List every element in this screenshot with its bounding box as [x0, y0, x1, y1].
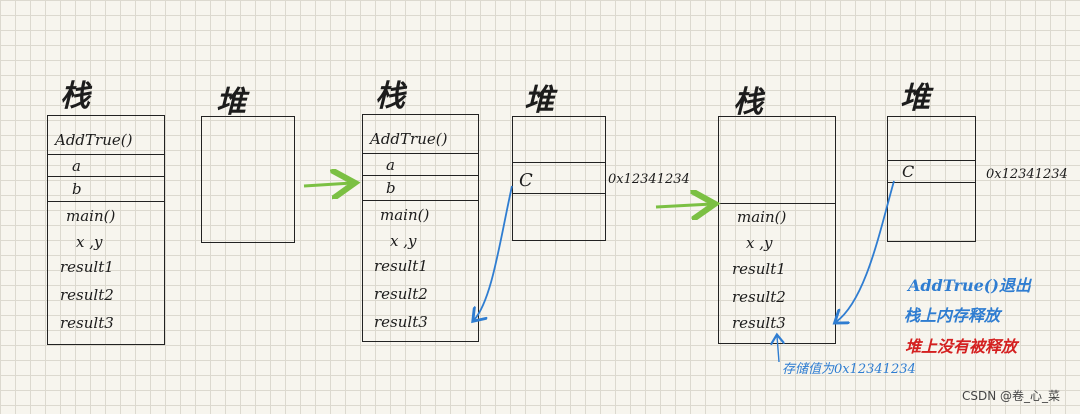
heap-address-label: 0x12341234 [986, 167, 1068, 182]
csdn-watermark: CSDN @卷_心_菜 [961, 389, 1060, 403]
stack-box-2 [362, 114, 479, 342]
stack-divider [362, 200, 479, 201]
heap-slot-top [887, 160, 976, 161]
result2-label: result2 [374, 285, 428, 303]
stack-label-1: 栈 [60, 79, 90, 114]
vars-xy-label: x ,y [746, 234, 773, 252]
var-a-label: a [72, 157, 81, 175]
heap-slot-bottom [887, 182, 976, 183]
result1-label: result1 [374, 257, 428, 275]
frame-main-label: main() [66, 207, 116, 225]
heap-label-3: 堆 [900, 81, 930, 116]
stack-divider [47, 201, 165, 202]
frame-main-label: main() [380, 206, 430, 224]
stack-label-2: 栈 [375, 79, 405, 114]
frame-main-label: main() [737, 208, 787, 226]
reference-arrow-panel2 [474, 185, 513, 320]
frame-addtrue-label: AddTrue() [55, 131, 133, 149]
heap-box-3 [887, 116, 976, 242]
heap-address-label: 0x12341234 [608, 172, 690, 187]
stack-divider [47, 154, 165, 155]
stack-divider [47, 176, 165, 177]
stack-divider [718, 203, 836, 204]
result2-label: result2 [732, 288, 786, 306]
heap-box-2 [512, 116, 606, 241]
note-addtrue-exit: AddTrue()退出 [908, 276, 1031, 295]
result1-label: result1 [60, 258, 114, 276]
heap-label-1: 堆 [216, 85, 246, 120]
var-b-label: b [72, 180, 82, 198]
heap-object-label: C [902, 162, 915, 181]
vars-xy-label: x ,y [76, 233, 103, 251]
var-a-label: a [386, 156, 395, 174]
reference-arrow-panel3 [836, 180, 895, 322]
result3-label: result3 [60, 314, 114, 332]
heap-label-2: 堆 [524, 83, 554, 118]
stack-divider [362, 153, 479, 154]
note-heap-not-freed: 堆上没有被释放 [905, 337, 1018, 356]
note-stack-freed: 栈上内存释放 [904, 306, 1001, 325]
result1-label: result1 [732, 260, 786, 278]
heap-slot-top [512, 162, 606, 163]
stored-value-arrow [777, 336, 779, 363]
stack-box-1 [47, 115, 165, 345]
vars-xy-label: x ,y [390, 232, 417, 250]
result2-label: result2 [60, 286, 114, 304]
result3-label: result3 [374, 313, 428, 331]
frame-addtrue-label: AddTrue() [370, 130, 448, 148]
transition-arrow-2 [655, 204, 712, 207]
note-stored-value: 存储值为0x12341234 [782, 362, 916, 377]
heap-box-1 [201, 116, 295, 243]
var-b-label: b [386, 179, 396, 197]
stack-divider [362, 175, 479, 176]
result3-label: result3 [732, 314, 786, 332]
transition-arrow-1 [303, 183, 352, 186]
heap-object-label: C [519, 170, 533, 191]
stack-label-3: 栈 [733, 85, 763, 120]
heap-slot-bottom [512, 193, 606, 194]
